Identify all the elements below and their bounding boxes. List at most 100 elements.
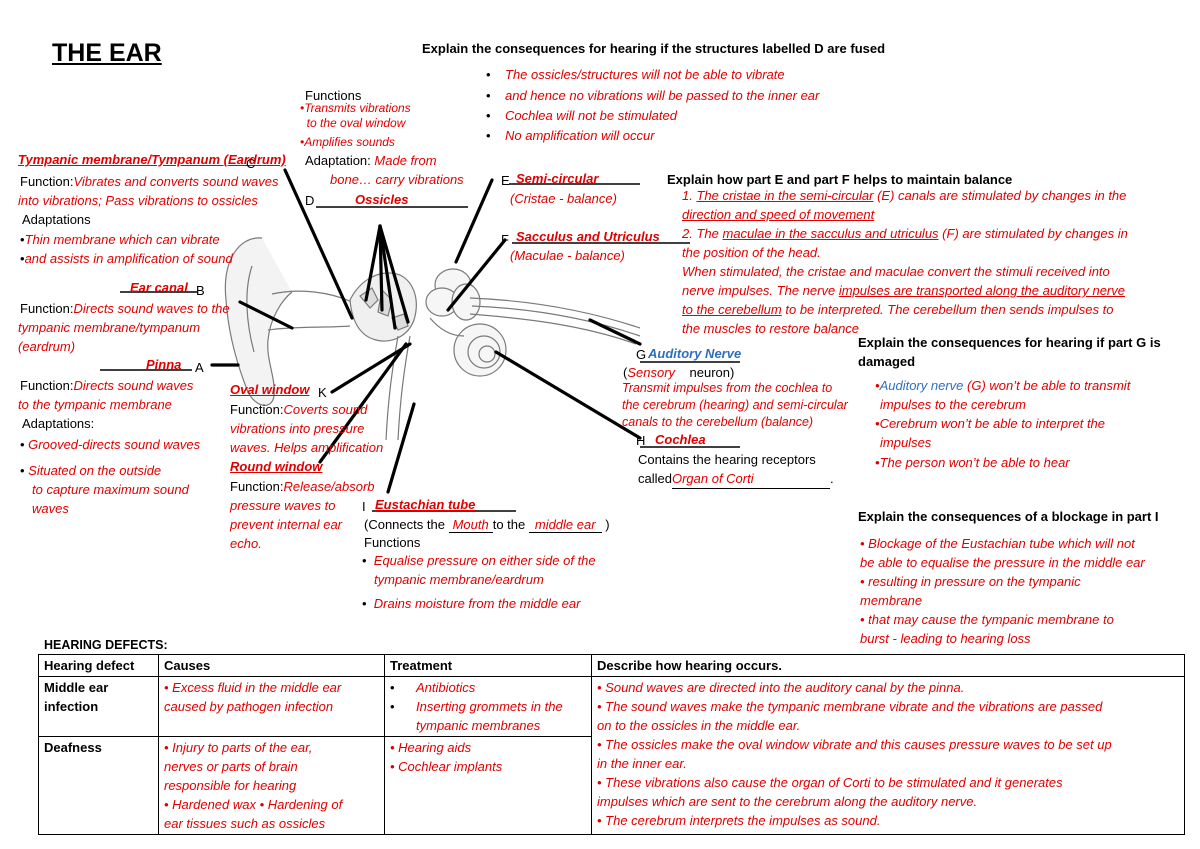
label-I: I xyxy=(362,497,366,516)
damaged-answer-1b: impulses to the cerebrum xyxy=(880,395,1026,414)
col-header-hearing: Describe how hearing occurs. xyxy=(592,655,1185,677)
sacculus-note: (Maculae - balance) xyxy=(510,246,625,265)
ossicles-answer: Ossicles xyxy=(355,190,409,209)
tympanic-function-2: into vibrations; Pass vibrations to ossi… xyxy=(18,191,258,210)
table-header-row: Hearing defect Causes Treatment Describe… xyxy=(39,655,1185,677)
pinna-adapt-2b: to capture maximum sound xyxy=(32,480,189,499)
eustachian-fn-2: • Drains moisture from the middle ear xyxy=(362,594,580,613)
pinna-function: Function:Directs sound waves xyxy=(20,376,193,395)
auditory-nerve-fn-3: canals to the cerebellum (balance) xyxy=(622,414,813,431)
eustachian-fn-1b: tympanic membrane/eardrum xyxy=(374,570,544,589)
label-D: D xyxy=(305,191,314,210)
ossicles-function-1: •Transmits vibrations to the oval window xyxy=(300,101,411,131)
damaged-answer-2b: impulses xyxy=(880,433,931,452)
semicircular-answer: Semi-circular xyxy=(516,169,598,188)
label-B: B xyxy=(196,281,205,300)
oval-window-function-2: vibrations into pressure xyxy=(230,419,364,438)
label-A: A xyxy=(195,358,204,377)
label-C: C xyxy=(246,154,255,173)
round-window-answer: Round window xyxy=(230,457,322,476)
pinna-adaptations-heading: Adaptations: xyxy=(22,414,94,433)
balance-para-3: When stimulated, the cristae and maculae… xyxy=(682,262,1110,281)
label-H: H xyxy=(636,431,645,450)
auditory-nerve-fn-1: Transmit impulses from the cochlea to xyxy=(622,380,832,397)
treatment-deafness: • Hearing aids • Cochlear implants xyxy=(385,737,592,835)
round-window-function: Function:Release/absorb xyxy=(230,477,375,496)
eustachian-connects: (Connects the Mouthto the middle ear ) xyxy=(364,515,610,534)
col-header-defect: Hearing defect xyxy=(39,655,159,677)
question-damaged: Explain the consequences for hearing if … xyxy=(858,333,1161,352)
oval-window-function: Function:Coverts sound xyxy=(230,400,367,419)
blockage-answer-6: burst - leading to hearing loss xyxy=(860,629,1031,648)
fused-answer-1: • The ossicles/structures will not be ab… xyxy=(486,65,785,84)
ossicles-function-2: •Amplifies sounds xyxy=(300,135,395,150)
ear-canal-function: Function:Directs sound waves to the xyxy=(20,299,230,318)
oval-window-answer: Oval window xyxy=(230,380,309,399)
balance-para-2b: the position of the head. xyxy=(682,243,821,262)
eustachian-answer: Eustachian tube xyxy=(375,495,475,514)
question-blockage: Explain the consequences of a blockage i… xyxy=(858,507,1159,526)
balance-para-2: 2. The maculae in the sacculus and utric… xyxy=(682,224,1128,243)
balance-para-3c: to the cerebellum to be interpreted. The… xyxy=(682,300,1113,319)
semicircular-note: (Cristae - balance) xyxy=(510,189,617,208)
tympanic-adapt-2: •and assists in amplification of sound xyxy=(20,249,233,268)
tympanic-adaptations-heading: Adaptations xyxy=(22,210,91,229)
ossicles-adaptation: Adaptation: Made from xyxy=(305,151,437,170)
sacculus-answer: Sacculus and Utriculus xyxy=(516,227,660,246)
causes-deafness: • Injury to parts of the ear, nerves or … xyxy=(159,737,385,835)
pinna-adapt-2: • Situated on the outside xyxy=(20,461,161,480)
col-header-causes: Causes xyxy=(159,655,385,677)
question-fused: Explain the consequences for hearing if … xyxy=(422,39,885,58)
auditory-nerve-answer: Auditory Nerve xyxy=(648,344,741,363)
blockage-answer-3: • resulting in pressure on the tympanic xyxy=(860,572,1081,591)
ear-canal-function-3: (eardrum) xyxy=(18,337,75,356)
cochlea-called: calledOrgan of Corti. xyxy=(638,469,834,489)
balance-para-1b: direction and speed of movement xyxy=(682,205,874,224)
eustachian-functions-heading: Functions xyxy=(364,533,420,552)
pinna-answer: Pinna xyxy=(146,355,181,374)
pinna-adapt-1: • Grooved-directs sound waves xyxy=(20,435,200,454)
damaged-answer-2: •Cerebrum won’t be able to interpret the xyxy=(875,414,1105,433)
cochlea-answer: Cochlea xyxy=(655,430,706,449)
damaged-answer-1: •Auditory nerve (G) won’t be able to tra… xyxy=(875,376,1130,395)
balance-para-1: 1. The cristae in the semi-circular (E) … xyxy=(682,186,1126,205)
oval-window-function-3: waves. Helps amplification xyxy=(230,438,383,457)
eustachian-fn-1: • Equalise pressure on either side of th… xyxy=(362,551,596,570)
col-header-treatment: Treatment xyxy=(385,655,592,677)
page-title: THE EAR xyxy=(52,38,162,68)
question-damaged-2: damaged xyxy=(858,352,915,371)
blockage-answer-1: • Blockage of the Eustachian tube which … xyxy=(860,534,1135,553)
label-E: E xyxy=(501,171,510,190)
ear-canal-function-2: tympanic membrane/tympanum xyxy=(18,318,200,337)
ear-canal-answer: Ear canal xyxy=(130,278,188,297)
auditory-nerve-fn-2: the cerebrum (hearing) and semi-circular xyxy=(622,397,848,414)
round-window-function-2: pressure waves to xyxy=(230,496,336,515)
round-window-function-4: echo. xyxy=(230,534,262,553)
cochlea-contains: Contains the hearing receptors xyxy=(638,450,816,469)
blockage-answer-5: • that may cause the tympanic membrane t… xyxy=(860,610,1114,629)
pinna-adapt-2c: waves xyxy=(32,499,69,518)
ossicles-adaptation-2: bone… carry vibrations xyxy=(330,170,464,189)
defects-table: Hearing defect Causes Treatment Describe… xyxy=(38,654,1185,835)
balance-para-3b: nerve impulses. The nerve impulses are t… xyxy=(682,281,1125,300)
tympanic-adapt-1: •Thin membrane which can vibrate xyxy=(20,230,220,249)
blockage-answer-4: membrane xyxy=(860,591,922,610)
round-window-function-3: prevent internal ear xyxy=(230,515,342,534)
fused-answer-2: • and hence no vibrations will be passed… xyxy=(486,86,819,105)
balance-para-3d: the muscles to restore balance xyxy=(682,319,859,338)
defect-deafness: Deafness xyxy=(39,737,159,835)
hearing-description: • Sound waves are directed into the audi… xyxy=(592,677,1185,835)
label-F: F xyxy=(501,230,509,249)
damaged-answer-3: •The person won’t be able to hear xyxy=(875,453,1070,472)
fused-answer-3: • Cochlea will not be stimulated xyxy=(486,106,677,125)
label-G: G xyxy=(636,345,646,364)
blockage-answer-2: be able to equalise the pressure in the … xyxy=(860,553,1145,572)
defects-heading: HEARING DEFECTS: xyxy=(44,636,168,655)
fused-answer-4: • No amplification will occur xyxy=(486,126,655,145)
pinna-function-2: to the tympanic membrane xyxy=(18,395,172,414)
